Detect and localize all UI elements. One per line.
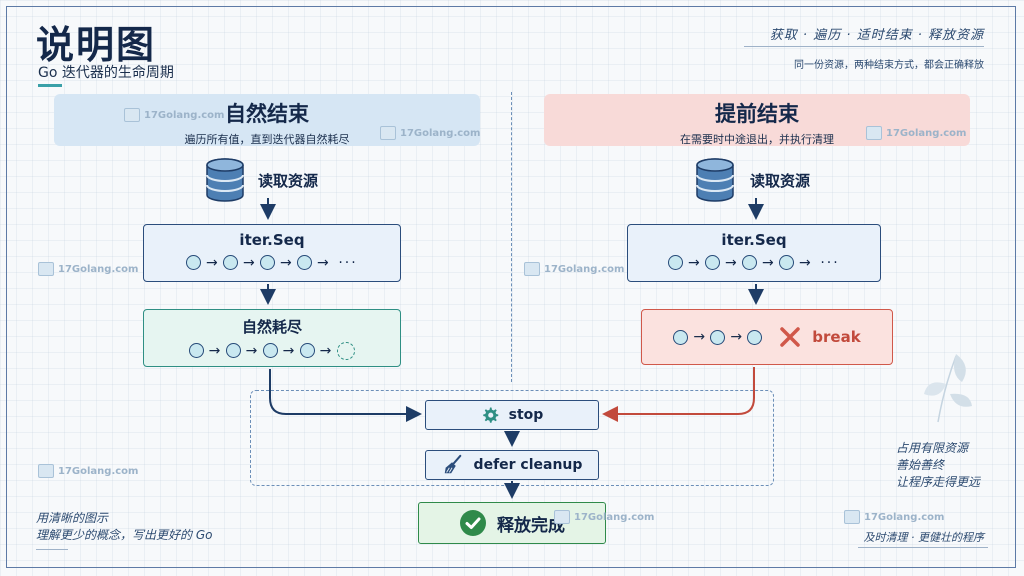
watermark-logo-icon (554, 510, 570, 524)
empty-node-icon (337, 341, 355, 360)
natural-end-desc: 遍历所有值，直到迭代器自然耗尽 (184, 133, 350, 146)
break-box: → → break (641, 309, 893, 365)
footer-right: 及时清理 · 更健壮的程序 (863, 531, 985, 544)
watermark-logo-icon (866, 126, 882, 140)
watermark: 17Golang.com (554, 510, 654, 524)
arrow-icon: → (279, 254, 293, 271)
watermark-logo-icon (38, 262, 54, 276)
side-note-line: 善始善终 (895, 458, 944, 472)
watermark: 17Golang.com (38, 262, 138, 276)
page-subtitle: Go 迭代器的生命周期 (38, 65, 174, 81)
footer-left-line: 理解更少的概念，写出更好的 Go (36, 528, 213, 542)
value-node (263, 343, 278, 358)
side-note-line: 占用有限资源 (895, 441, 968, 455)
arrow-icon: → (693, 329, 706, 345)
value-node (189, 343, 204, 358)
side-note-line: 让程序走得更远 (895, 475, 980, 489)
arrow-icon: → (205, 254, 219, 271)
early-end-title: 提前结束 (715, 102, 799, 126)
watermark: 17Golang.com (844, 510, 944, 524)
arrow-icon: → (687, 254, 701, 271)
watermark: 17Golang.com (38, 464, 138, 478)
value-node (297, 255, 313, 270)
arrow-icon: → (761, 254, 775, 271)
cross-icon (780, 327, 801, 347)
arrow-icon: → (316, 254, 330, 271)
leaf-decoration-icon (924, 354, 972, 423)
header-note: 同一份资源，两种结束方式，都会正确释放 (794, 60, 984, 71)
value-node (673, 329, 689, 345)
page-title: 说明图 (36, 23, 157, 67)
value-node (186, 255, 202, 270)
database-icon (696, 158, 734, 202)
release-complete-label: 释放完成 (497, 515, 565, 536)
sequence-nodes: → → → → (144, 341, 400, 360)
sequence-nodes: → → → → ··· (628, 253, 880, 271)
natural-exhaustion-box: 自然耗尽 → → → → (143, 309, 401, 367)
watermark: 17Golang.com (380, 126, 480, 140)
early-end-header: 提前结束 在需要时中途退出，并执行清理 (544, 94, 970, 146)
sequence-nodes: → → → → ··· (144, 253, 400, 271)
database-icon (206, 158, 244, 202)
defer-cleanup-label: defer cleanup (473, 457, 583, 473)
value-node (226, 343, 241, 358)
watermark-logo-icon (124, 108, 140, 122)
page-frame (6, 6, 1016, 568)
watermark-logo-icon (524, 262, 540, 276)
tagline: 获取 · 遍历 · 适时结束 · 释放资源 (769, 28, 984, 43)
footer-left-underline (36, 549, 68, 550)
value-node (742, 255, 758, 270)
footer-left: 用清晰的图示 理解更少的概念，写出更好的 Go (36, 510, 212, 544)
watermark: 17Golang.com (524, 262, 624, 276)
left-read-label: 读取资源 (258, 172, 319, 190)
watermark-logo-icon (38, 464, 54, 478)
value-node (260, 255, 276, 270)
watermark-logo-icon (380, 126, 396, 140)
arrow-icon: → (730, 329, 743, 345)
natural-exhaustion-title: 自然耗尽 (241, 318, 302, 336)
early-end-desc: 在需要时中途退出，并执行清理 (680, 133, 834, 146)
ellipsis-icon: ··· (820, 254, 840, 271)
left-iter-seq-title: iter.Seq (239, 231, 305, 249)
footer-right-underline (858, 547, 988, 548)
arrow-icon: → (798, 254, 812, 271)
watermark: 17Golang.com (866, 126, 966, 140)
footer-left-line: 用清晰的图示 (36, 511, 109, 525)
ellipsis-icon: ··· (338, 254, 358, 271)
watermark-logo-icon (844, 510, 860, 524)
arrow-icon: → (282, 342, 296, 359)
gear-icon (482, 407, 498, 423)
tagline-divider (744, 46, 984, 47)
right-iter-seq-title: iter.Seq (721, 231, 787, 249)
side-note: 占用有限资源 善始善终 让程序走得更远 (896, 440, 980, 491)
value-node (779, 255, 795, 270)
natural-end-title: 自然结束 (225, 102, 309, 126)
arrow-icon: → (208, 342, 222, 359)
right-read-label: 读取资源 (750, 172, 811, 190)
value-node (710, 329, 726, 345)
left-iter-seq-box: iter.Seq → → → → ··· (143, 224, 401, 282)
value-node (668, 255, 684, 270)
release-complete-step: 释放完成 (418, 502, 606, 544)
broom-icon (444, 454, 461, 474)
stop-label: stop (508, 407, 544, 423)
defer-cleanup-step: defer cleanup (425, 450, 599, 480)
column-divider (511, 92, 512, 382)
subtitle-underline (38, 84, 62, 87)
arrow-icon: → (245, 342, 259, 359)
watermark: 17Golang.com (124, 108, 224, 122)
check-circle-icon (460, 510, 486, 536)
value-node (705, 255, 721, 270)
break-label: break (812, 328, 861, 346)
right-iter-seq-box: iter.Seq → → → → ··· (627, 224, 881, 282)
value-node (300, 343, 315, 358)
arrow-icon: → (724, 254, 738, 271)
arrow-icon: → (319, 342, 333, 359)
value-node (223, 255, 239, 270)
value-node (747, 329, 763, 345)
stop-step: stop (425, 400, 599, 430)
arrow-icon: → (242, 254, 256, 271)
